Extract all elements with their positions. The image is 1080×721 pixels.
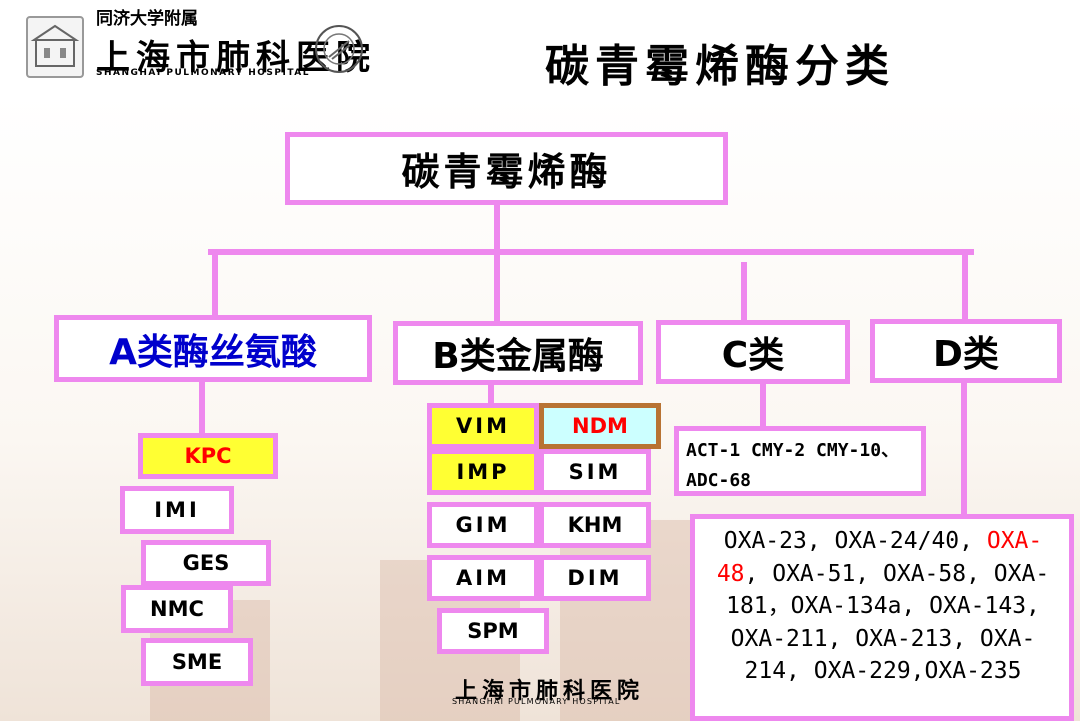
enzyme-label: SIM (568, 460, 622, 484)
connector-line (962, 249, 968, 321)
enzyme-label: GES (182, 551, 230, 575)
class-c-items-box (674, 426, 926, 496)
connector-line (741, 262, 747, 322)
enzyme-vim: VIM (427, 403, 539, 449)
root-label: 碳青霉烯酶 (401, 149, 612, 194)
class-a-label: A类酶丝氨酸 (109, 331, 317, 373)
class-d-node: D类 (870, 319, 1062, 383)
connector-line (494, 249, 500, 325)
oxa-48-highlight: OXA-48 (716, 528, 1043, 587)
enzyme-dim: DIM (539, 555, 651, 601)
enzyme-spm: SPM (437, 608, 549, 654)
enzyme-label: NDM (572, 414, 628, 438)
connector-line (488, 383, 494, 407)
tongji-university-seal-icon (315, 25, 363, 73)
enzyme-sim: SIM (539, 449, 651, 495)
enzyme-ndm: NDM (539, 403, 661, 449)
affiliation-text: 同济大学附属 (96, 9, 198, 29)
university-seal (314, 24, 364, 74)
enzyme-label: NMC (150, 597, 204, 621)
footer-hospital-name-en: SHANGHAI PULMONARY HOSPITAL (452, 697, 621, 706)
class-c-node: C类 (656, 320, 850, 384)
connector-line (208, 249, 974, 255)
hospital-name-en: SHANGHAI PULMONARY HOSPITAL (96, 68, 310, 78)
enzyme-label: GIM (455, 513, 511, 537)
connector-line (199, 382, 205, 436)
enzyme-nmc: NMC (121, 585, 233, 633)
oxa-list-part: , OXA-51, OXA-58, OXA-181，OXA-134a, OXA-… (726, 560, 1050, 685)
class-a-node: A类酶丝氨酸 (54, 315, 372, 382)
enzyme-label: SPM (467, 619, 519, 643)
hospital-logo (26, 16, 84, 78)
class-d-items-text: OXA-23, OXA-24/40, OXA-48, OXA-51, OXA-5… (703, 525, 1063, 688)
enzyme-label: AIM (456, 566, 510, 590)
class-c-label: C类 (721, 335, 785, 376)
enzyme-kpc: KPC (138, 433, 278, 479)
hospital-building-emblem-icon (30, 24, 80, 67)
connector-line (961, 383, 967, 517)
class-d-label: D类 (933, 334, 999, 375)
enzyme-label: DIM (567, 566, 623, 590)
enzyme-label: KHM (567, 513, 623, 537)
page-title: 碳青霉烯酶分类 (545, 41, 895, 92)
enzyme-ges: GES (141, 540, 271, 586)
enzyme-label: VIM (456, 414, 510, 438)
enzyme-label: IMP (456, 460, 510, 484)
enzyme-imi: IMI (120, 486, 234, 534)
oxa-list-part: OXA-23, OXA-24/40, (723, 528, 987, 554)
enzyme-label: IMI (154, 498, 200, 522)
connector-line (494, 200, 500, 252)
enzyme-sme: SME (141, 638, 253, 686)
enzyme-label: KPC (184, 444, 232, 468)
enzyme-gim: GIM (427, 502, 539, 548)
enzyme-khm: KHM (539, 502, 651, 548)
class-c-items-text: ACT-1 CMY-2 CMY-10、ADC-68 (686, 440, 900, 491)
footer-hospital-name: 上海市肺科医院 (455, 678, 645, 704)
connector-line (212, 249, 218, 319)
root-node: 碳青霉烯酶 (285, 132, 728, 205)
class-b-node: B类金属酶 (393, 321, 643, 385)
connector-line (760, 383, 766, 428)
enzyme-imp: IMP (427, 449, 539, 495)
class-b-label: B类金属酶 (432, 336, 604, 377)
class-d-items-box (690, 514, 1074, 721)
enzyme-label: SME (171, 650, 223, 674)
enzyme-aim: AIM (427, 555, 539, 601)
